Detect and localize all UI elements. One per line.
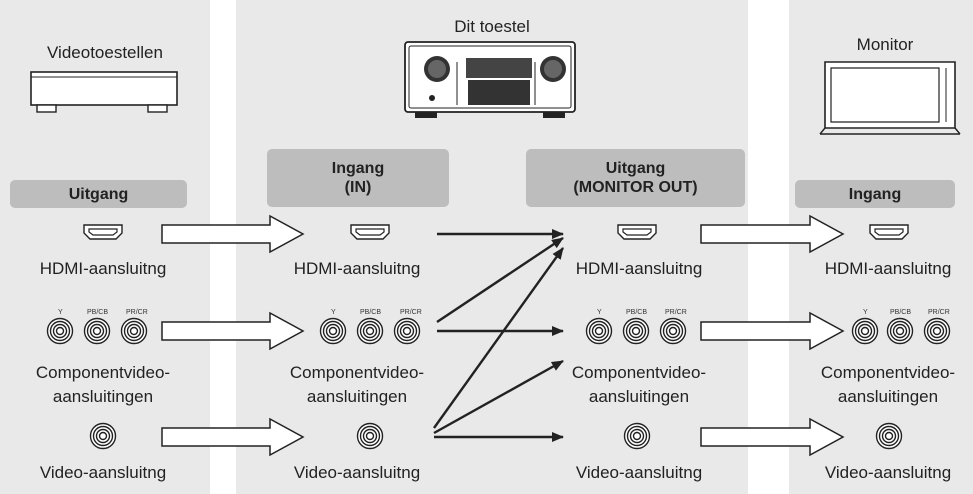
receiver-out-video-label: Video-aansluitng: [575, 463, 703, 482]
receiver-input-label: Ingang: [331, 160, 385, 177]
receiver-out-component-icons: [585, 317, 687, 345]
source-output-label: Uitgang: [68, 185, 129, 203]
monitor-component-sublabel: aansluitingen: [837, 387, 939, 406]
source-hdmi-icon: [83, 224, 123, 240]
route-video-to-hdmi-arrow: [433, 247, 564, 429]
source-device-title: Videotoestellen: [47, 43, 163, 62]
receiver-out-video-icon: [623, 422, 651, 450]
hdmi-receiver-to-monitor-arrow: [700, 214, 845, 254]
monitor-pin-pr: PR/CR: [928, 309, 950, 316]
receiver-in-pin-pr: PR/CR: [400, 309, 422, 316]
monitor-video-label: Video-aansluitng: [824, 463, 952, 482]
receiver-out-hdmi-label: HDMI-aansluitng: [575, 259, 703, 278]
component-receiver-to-monitor-arrow: [700, 311, 845, 351]
source-component-icons: [46, 317, 148, 345]
receiver-out-component-sublabel: aansluitingen: [588, 387, 690, 406]
source-component-sublabel: aansluitingen: [52, 387, 154, 406]
monitor-component-label: Componentvideo-: [820, 363, 956, 382]
receiver-in-video-icon: [356, 422, 384, 450]
monitor-device-title: Monitor: [856, 35, 914, 54]
monitor-component-icons: [851, 317, 951, 345]
monitor-pin-y: Y: [863, 309, 868, 316]
hdmi-source-to-receiver-arrow: [161, 214, 305, 254]
receiver-out-pin-pr: PR/CR: [665, 309, 687, 316]
av-receiver-icon: [404, 41, 576, 118]
receiver-in-pin-y: Y: [331, 309, 336, 316]
video-receiver-to-monitor-arrow: [700, 417, 845, 457]
video-source-to-receiver-arrow: [161, 417, 305, 457]
route-component-to-hdmi-arrow: [436, 237, 564, 323]
receiver-output-header: Uitgang (MONITOR OUT): [526, 149, 745, 207]
monitor-input-label: Ingang: [848, 185, 902, 203]
monitor-pin-pb: PB/CB: [890, 309, 912, 316]
source-pin-y: Y: [58, 309, 63, 316]
receiver-out-pin-y: Y: [597, 309, 602, 316]
source-video-icon: [89, 422, 117, 450]
source-output-header: Uitgang: [10, 180, 187, 208]
route-video-to-component-arrow: [433, 359, 564, 435]
monitor-icon: [819, 61, 961, 135]
receiver-in-pin-pb: PB/CB: [360, 309, 382, 316]
receiver-in-hdmi-label: HDMI-aansluitng: [293, 259, 421, 278]
receiver-in-video-label: Video-aansluitng: [293, 463, 421, 482]
video-player-icon: [30, 71, 178, 113]
receiver-out-pin-pb: PB/CB: [626, 309, 648, 316]
receiver-in-hdmi-icon: [350, 224, 390, 240]
component-source-to-receiver-arrow: [161, 311, 305, 351]
monitor-hdmi-label: HDMI-aansluitng: [824, 259, 952, 278]
receiver-in-component-sublabel: aansluitingen: [306, 387, 408, 406]
source-component-label: Componentvideo-: [35, 363, 171, 382]
receiver-device-title: Dit toestel: [454, 17, 530, 36]
monitor-hdmi-icon: [869, 224, 909, 240]
receiver-output-label: Uitgang: [605, 160, 666, 177]
source-hdmi-label: HDMI-aansluitng: [39, 259, 167, 278]
source-video-label: Video-aansluitng: [39, 463, 167, 482]
receiver-out-hdmi-icon: [617, 224, 657, 240]
receiver-in-component-label: Componentvideo-: [289, 363, 425, 382]
receiver-in-component-icons: [319, 317, 421, 345]
receiver-input-sublabel: (IN): [344, 179, 372, 196]
receiver-out-component-label: Componentvideo-: [571, 363, 707, 382]
monitor-video-icon: [875, 422, 903, 450]
receiver-input-header: Ingang (IN): [267, 149, 449, 207]
source-pin-pr: PR/CR: [126, 309, 148, 316]
monitor-input-header: Ingang: [795, 180, 955, 208]
source-pin-pb: PB/CB: [87, 309, 109, 316]
receiver-output-sublabel: (MONITOR OUT): [573, 179, 698, 196]
